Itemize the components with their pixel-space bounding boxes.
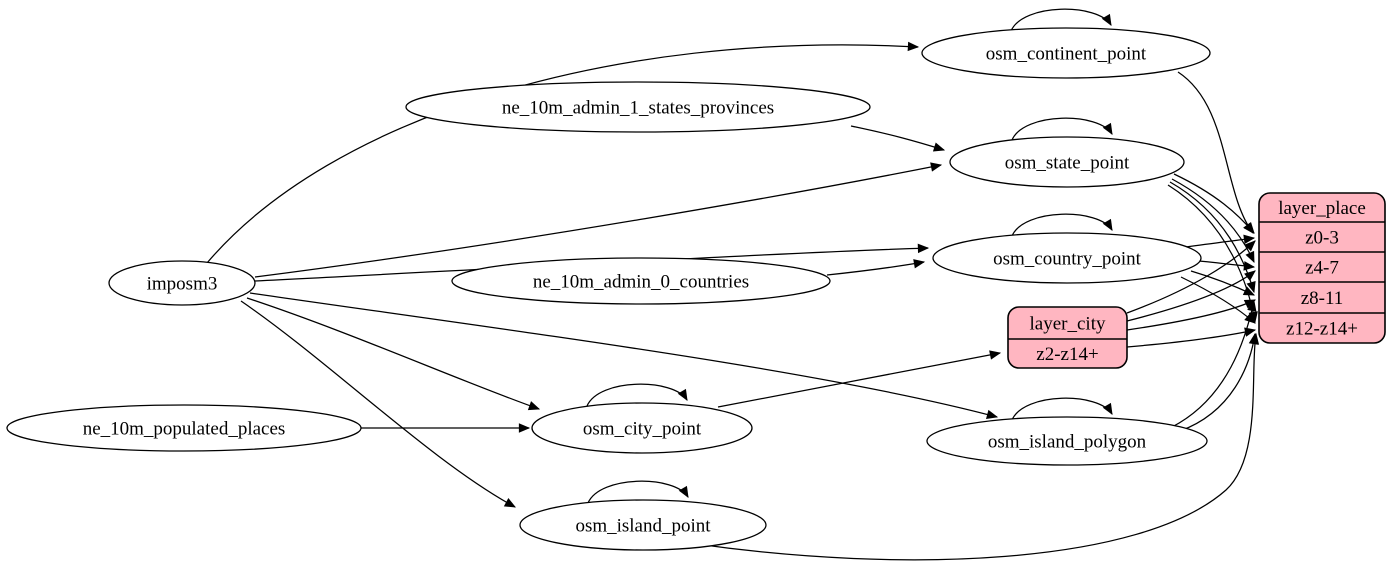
edge-osm_country_point-to-layer_place:z8-11 (1190, 270, 1256, 296)
layer-record-layer_place: layer_place z0-3 z4-7 z8-11 z12-z14+ (1258, 192, 1386, 344)
edge-osm_city_point-to-layer_city:z2-z14+ (717, 350, 1002, 408)
table-ellipse (405, 81, 871, 133)
record-title: layer_place (1278, 198, 1366, 219)
table-label: osm_island_point (575, 516, 711, 537)
self-loop-osm_city_point (586, 383, 688, 407)
edge-imposm3-to-osm_island_polygon (249, 292, 999, 419)
table-label: imposm3 (147, 274, 218, 295)
edge-osm_state_point-to-layer_place:z0-3 (1173, 173, 1255, 234)
table-ellipse (108, 260, 256, 306)
record-box (1258, 192, 1386, 344)
table-node-osm_island_point: osm_island_point (519, 499, 767, 551)
edge-osm_country_point-to-layer_place:z0-3 (1185, 234, 1256, 248)
self-loop-osm_country_point (1011, 213, 1113, 237)
edge-osm_island_point-to-layer_place:z12-z14+ (696, 332, 1260, 561)
self-loop-osm_island_point (587, 480, 689, 504)
edge-osm_state_point-to-layer_place:z4-7 (1171, 178, 1255, 264)
nodes-layer: imposm3 ne_10m_admin_1_states_provincesne… (6, 27, 1386, 551)
table-ellipse (6, 404, 362, 452)
edge-imposm3-to-osm_state_point (254, 162, 943, 278)
edge-osm_island_polygon-to-layer_place:z12-z14+ (1179, 332, 1259, 432)
table-ellipse (531, 402, 753, 454)
table-label: osm_continent_point (986, 44, 1147, 65)
edge-layer_city-to-layer_place:z12-z14+ (1126, 327, 1257, 348)
table-label: osm_country_point (993, 249, 1141, 270)
table-node-osm_country_point: osm_country_point (932, 232, 1202, 284)
table-label: ne_10m_admin_1_states_provinces (502, 98, 774, 119)
table-node-osm_continent_point: osm_continent_point (921, 27, 1211, 79)
table-ellipse (921, 27, 1211, 79)
edge-layer_city-to-layer_place:z4-7 (1126, 270, 1256, 322)
layer-record-layer_city: layer_city z2-z14+ (1007, 306, 1128, 369)
edge-layer_city-to-layer_place:z8-11 (1126, 299, 1257, 331)
record-row-label: z0-3 (1305, 228, 1339, 249)
table-ellipse (932, 232, 1202, 284)
table-label: osm_island_polygon (988, 432, 1147, 453)
record-row-label: z2-z14+ (1036, 344, 1098, 365)
self-loop-osm_continent_point (1010, 8, 1112, 32)
table-node-osm_island_polygon: osm_island_polygon (926, 416, 1208, 466)
record-title: layer_city (1030, 314, 1106, 335)
table-node-osm_city_point: osm_city_point (531, 402, 753, 454)
table-ellipse (519, 499, 767, 551)
edge-imposm3-to-osm_island_point (240, 300, 516, 508)
table-label: osm_state_point (1005, 153, 1130, 174)
edge-imposm3-to-osm_continent_point (206, 41, 920, 264)
record-box (1007, 306, 1128, 369)
edge-osm_continent_point-to-layer_place:z0-3 (1177, 71, 1254, 234)
table-node-ne_10m_admin_0_countries: ne_10m_admin_0_countries (451, 257, 831, 305)
table-ellipse (926, 416, 1208, 466)
edge-layer_city-to-layer_place:z0-3 (1126, 240, 1256, 314)
record-row-label: z8-11 (1301, 288, 1344, 309)
edge-ne_10m_admin_0_countries-to-osm_country_point (826, 259, 926, 276)
self-loop-osm_island_polygon (1011, 397, 1113, 421)
table-node-imposm3: imposm3 (108, 260, 256, 306)
edge-osm_island_polygon-to-layer_place:z8-11 (1171, 299, 1257, 428)
table-label: ne_10m_admin_0_countries (533, 272, 749, 293)
table-node-osm_state_point: osm_state_point (949, 136, 1185, 188)
table-node-ne_10m_populated_places: ne_10m_populated_places (6, 404, 362, 452)
table-ellipse (451, 257, 831, 305)
edge-imposm3-to-osm_city_point (246, 297, 541, 411)
record-row-label: z12-z14+ (1286, 319, 1358, 340)
edge-ne_10m_admin_1_states_provinces-to-osm_state_point (850, 125, 946, 152)
table-ellipse (949, 136, 1185, 188)
record-row-label: z4-7 (1305, 258, 1339, 279)
table-label: ne_10m_populated_places (83, 419, 286, 440)
self-loop-osm_state_point (1011, 117, 1113, 141)
edges-layer (206, 8, 1260, 561)
table-node-ne_10m_admin_1_states_provinces: ne_10m_admin_1_states_provinces (405, 81, 871, 133)
edge-osm_country_point-to-layer_place:z4-7 (1198, 260, 1256, 271)
table-label: osm_city_point (583, 419, 702, 440)
